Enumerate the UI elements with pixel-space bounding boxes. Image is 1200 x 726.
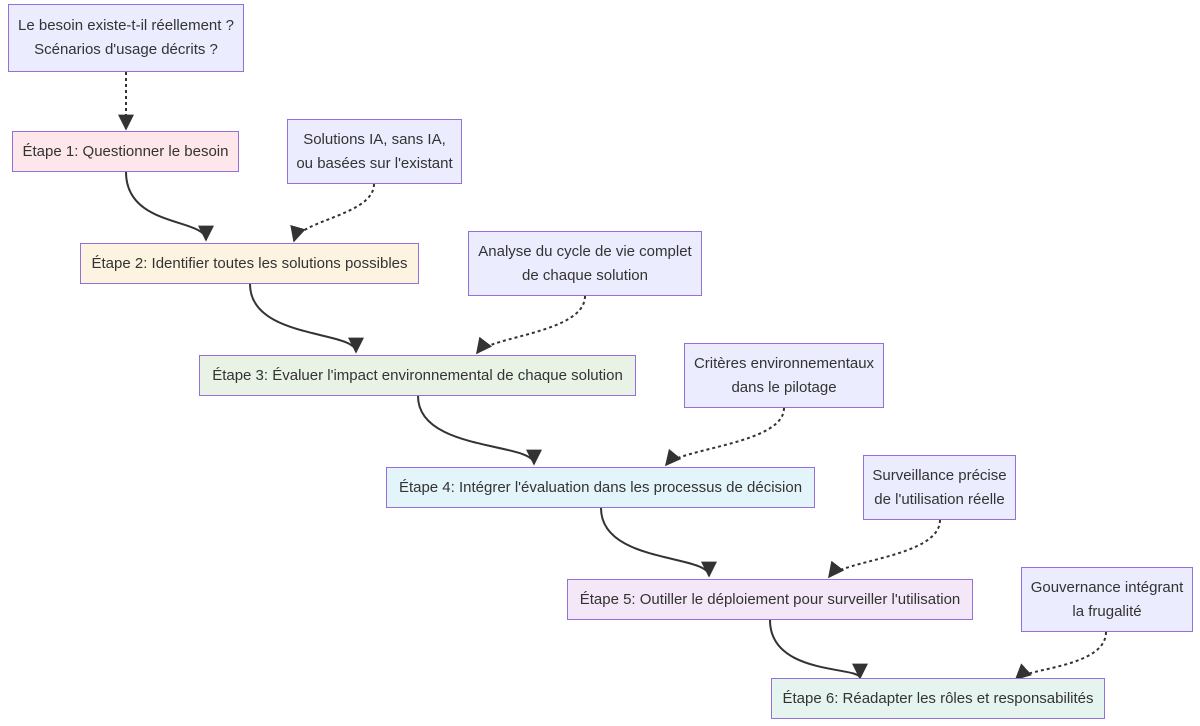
step-3-label: Étape 3: Évaluer l'impact environnementa…	[212, 366, 623, 384]
edge-note3-to-step3	[476, 295, 586, 355]
note-cycle-de-vie-line-1: Analyse du cycle de vie complet	[478, 242, 692, 260]
step-1-label: Étape 1: Questionner le besoin	[22, 142, 229, 160]
note-surveillance: Surveillance précise de l'utilisation ré…	[863, 455, 1016, 520]
edge-step5-to-step6	[769, 619, 868, 680]
edge-step3-to-step4	[417, 395, 542, 466]
note-solutions-ia: Solutions IA, sans IA, ou basées sur l'e…	[287, 119, 462, 184]
note-gouvernance: Gouvernance intégrant la frugalité	[1021, 567, 1193, 632]
step-6-label: Étape 6: Réadapter les rôles et responsa…	[782, 689, 1094, 707]
step-4-integrer-evaluation: Étape 4: Intégrer l'évaluation dans les …	[386, 467, 815, 508]
edge-step4-to-step5	[600, 507, 717, 578]
step-3-evaluer-impact: Étape 3: Évaluer l'impact environnementa…	[199, 355, 636, 396]
note-cycle-de-vie-line-2: de chaque solution	[522, 266, 648, 284]
step-5-label: Étape 5: Outiller le déploiement pour su…	[579, 590, 961, 608]
note-surveillance-line-1: Surveillance précise	[872, 466, 1007, 484]
step-4-label: Étape 4: Intégrer l'évaluation dans les …	[398, 478, 803, 496]
step-1-questionner-besoin: Étape 1: Questionner le besoin	[12, 131, 239, 172]
note-besoin-existe: Le besoin existe-t-il réellement ? Scéna…	[8, 4, 244, 72]
note-besoin-existe-line-2: Scénarios d'usage décrits ?	[34, 41, 218, 58]
edge-note2-to-step2	[290, 183, 375, 243]
note-gouvernance-line-2: la frugalité	[1072, 602, 1142, 620]
step-5-outiller-deploiement: Étape 5: Outiller le déploiement pour su…	[567, 579, 973, 620]
note-solutions-ia-line-1: Solutions IA, sans IA,	[303, 130, 446, 148]
note-criteres-environnementaux: Critères environnementaux dans le pilota…	[684, 343, 884, 408]
note-cycle-de-vie: Analyse du cycle de vie complet de chaqu…	[468, 231, 702, 296]
edge-note6-to-step6	[1014, 631, 1107, 681]
edge-step2-to-step3	[249, 283, 364, 354]
step-2-identifier-solutions: Étape 2: Identifier toutes les solutions…	[80, 243, 419, 284]
edge-step1-to-step2	[125, 171, 214, 242]
step-6-readapter-roles: Étape 6: Réadapter les rôles et responsa…	[771, 678, 1105, 719]
edge-note5-to-step5	[828, 519, 941, 579]
note-criteres-line-1: Critères environnementaux	[693, 354, 875, 372]
note-gouvernance-line-1: Gouvernance intégrant	[1030, 578, 1184, 596]
note-surveillance-line-2: de l'utilisation réelle	[874, 490, 1005, 508]
step-2-label: Étape 2: Identifier toutes les solutions…	[91, 254, 408, 272]
note-solutions-ia-line-2: ou basées sur l'existant	[296, 154, 453, 172]
note-criteres-line-2: dans le pilotage	[731, 378, 837, 396]
note-besoin-existe-line-1: Le besoin existe-t-il réellement ?	[18, 17, 234, 34]
edge-note4-to-step4	[664, 407, 785, 467]
